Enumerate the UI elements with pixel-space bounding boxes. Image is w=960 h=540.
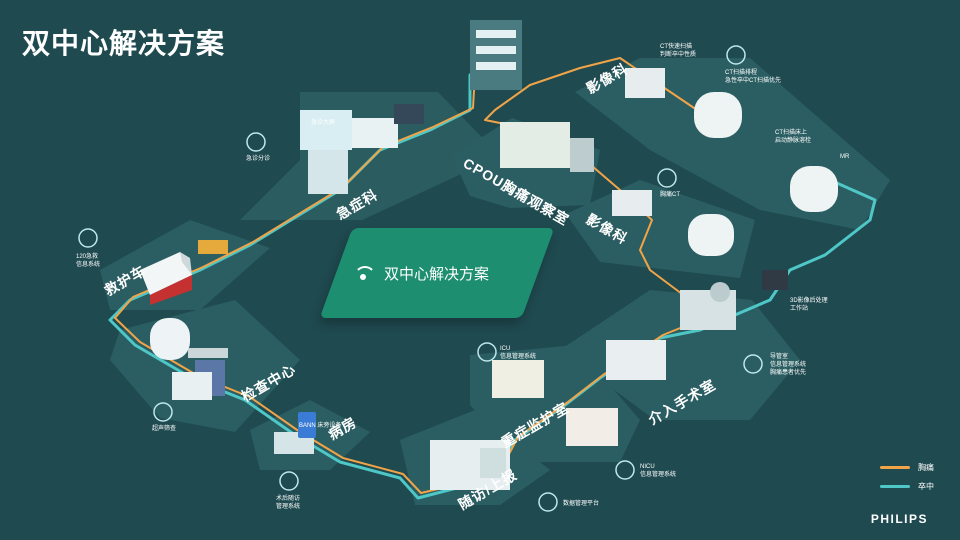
label-cath-2: 信息管理系统 [770, 360, 806, 368]
label-cath-3: 胸痛患者优先 [770, 368, 806, 376]
nicu-icon [615, 460, 635, 480]
chest-ct-icon [657, 168, 677, 188]
postop-icon [279, 471, 299, 491]
monitor [394, 104, 424, 124]
legend: 胸痛 卒中 [880, 462, 934, 500]
chest-ct-control [612, 190, 652, 216]
nicu-room [566, 408, 618, 446]
ultrasound-icon [153, 402, 173, 422]
ambulance-body [140, 252, 192, 295]
cath-scene [606, 282, 736, 380]
ems-icon [78, 228, 98, 248]
platform-cath [560, 290, 800, 420]
chest-ct-scanner [688, 214, 734, 256]
label-icu-1: ICU [500, 346, 510, 352]
nurse-station [352, 118, 398, 148]
label-data-platform: 数据管理平台 [563, 499, 599, 507]
label-triage: 急诊分诊 [246, 154, 270, 162]
label-ct-priority-2: 急性卒中CT扫描优先 [725, 76, 781, 84]
label-postop-1: 术后随访 [276, 494, 300, 502]
ct-scanner [150, 318, 190, 360]
brand-logo: PHILIPS [870, 512, 928, 526]
cpou-room [500, 122, 570, 168]
label-ct-fast-2: 判断卒中性质 [660, 50, 696, 58]
center-label: 双中心解决方案 [384, 265, 490, 283]
label-chest-ct: 胸痛CT [660, 190, 680, 198]
triage-desk [308, 150, 348, 194]
legend-stroke-label: 卒中 [918, 482, 934, 491]
control-room [606, 340, 666, 380]
label-cath-1: 导管室 [770, 352, 788, 360]
stretcher [198, 240, 228, 254]
workstation-monitor [762, 270, 788, 290]
page-title: 双中心解决方案 [22, 28, 226, 59]
wifi-icon [352, 264, 376, 282]
triage-icon [246, 132, 266, 152]
label-thrombo-2: 启动静脉溶栓 [775, 136, 811, 144]
label-ems-1: 120急救 [76, 252, 98, 260]
cpou-scene [500, 122, 594, 172]
ct-fast-icon [726, 45, 746, 65]
label-nicu-1: NICU [640, 464, 655, 470]
chest-pain-swatch [880, 466, 910, 469]
label-ct-priority-1: CT扫描排程 [725, 68, 757, 76]
label-ct-fast-1: CT快速扫描 [660, 42, 692, 50]
ambulance-scene [140, 240, 228, 305]
center-label-wrap: 双中心解决方案 [352, 258, 532, 288]
label-ultrasound: 超声筛查 [152, 424, 176, 432]
ward-scene [274, 412, 316, 454]
ward-tablet [298, 412, 316, 438]
label-postop-2: 管理系统 [276, 502, 300, 510]
label-workstation-1: 3D影像后处理 [790, 296, 828, 304]
label-panel: 急诊大屏 [311, 118, 335, 126]
ct-control [625, 68, 665, 98]
mr-scanner [790, 166, 838, 212]
label-ward-tablet: BANN 床旁设备 [299, 421, 341, 429]
emergency-screen [300, 110, 352, 150]
chest-pain-route [114, 44, 721, 494]
label-nicu-2: 信息管理系统 [640, 470, 676, 478]
legend-chest-pain: 胸痛 [880, 462, 934, 473]
cath-icon [743, 354, 763, 374]
icu-room [492, 360, 544, 398]
label-thrombo-1: CT扫描床上 [775, 128, 807, 136]
imaging-scene [612, 68, 838, 290]
label-ems-2: 信息系统 [76, 260, 100, 268]
label-workstation-2: 工作站 [790, 304, 808, 312]
icon-badges [78, 45, 763, 512]
icu-scene [492, 360, 618, 446]
label-icu-2: 信息管理系统 [500, 352, 536, 360]
stroke-swatch [880, 485, 910, 488]
emergency-scene [300, 20, 522, 194]
followup-scene [430, 440, 510, 490]
legend-stroke: 卒中 [880, 481, 934, 492]
label-mr: MR [840, 154, 850, 160]
legend-chest-pain-label: 胸痛 [918, 463, 934, 472]
data-platform-icon [538, 492, 558, 512]
exam-scene [150, 318, 228, 400]
icu-icon [477, 342, 497, 362]
top-ct-scanner [694, 92, 742, 138]
